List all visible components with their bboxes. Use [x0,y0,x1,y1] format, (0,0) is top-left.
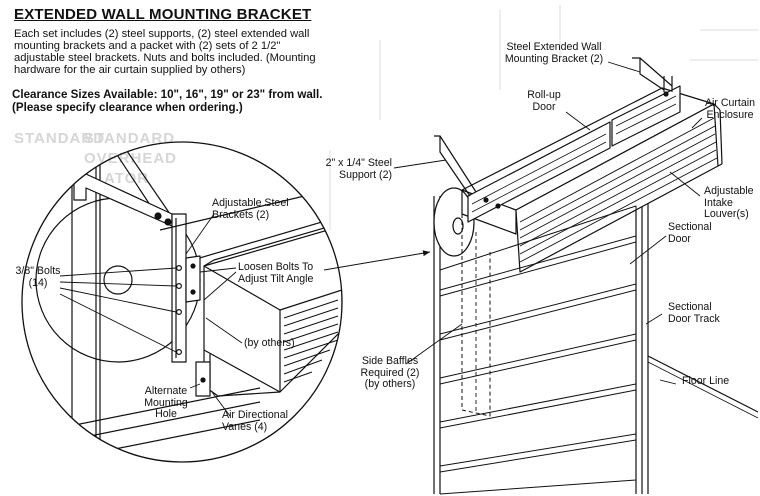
label-line: Vanes (4) [222,420,268,433]
page-title: EXTENDED WALL MOUNTING BRACKET [14,6,312,23]
background-text: ATOR [104,170,150,187]
label-line: Louver(s) [704,208,749,220]
label-line: (14) [28,276,48,289]
label-line: 2" x 1/4" Steel [325,157,392,169]
label-sectional-door-track: Sectional Door Track [668,301,720,325]
label-air-curtain-enclosure: Air Curtain Enclosure [698,97,760,121]
background-text: STANDARD [14,130,106,147]
label-rollup-door: Roll-up Door [520,89,568,113]
description-line: hardware for the air curtain supplied by… [14,64,246,76]
label-line: Sectional [668,221,712,233]
label-line: Air Curtain [704,97,756,109]
label-line: Required (2) [360,366,420,379]
label-line: Intake [704,196,733,209]
label-line: Alternate [144,385,188,397]
label-line: Support (2) [339,168,392,181]
label-by-others: (by others) [244,337,295,349]
label-line: Loosen Bolts To [238,261,314,273]
label-line: Door [532,100,556,113]
description-line: mounting brackets and a packet with (2) … [14,40,281,52]
label-line: Roll-up [527,89,561,101]
description-line: adjustable steel brackets. Nuts and bolt… [14,52,316,64]
clearance-line: (Please specify clearance when ordering.… [12,101,243,114]
clearance-note: Clearance Sizes Available: 10", 16", 19"… [12,88,342,114]
label-line: Steel Extended Wall [506,41,602,53]
label-loosen-bolts: Loosen Bolts To Adjust Tilt Angle [238,261,314,285]
label-line: Mounting [144,396,188,409]
label-line: Door [668,232,691,245]
label-line: Sectional [668,301,712,313]
label-side-baffles: Side Baffles Required (2) (by others) [352,355,428,391]
label-air-directional-vanes: Air Directional Vanes (4) [222,409,288,433]
description-line: Each set includes (2) steel supports, (2… [14,28,310,40]
label-floor-line: Floor Line [682,375,730,387]
main-view [393,57,759,495]
background-lines [329,5,758,230]
label-adjustable-steel-brackets: Adjustable Steel Brackets (2) [212,197,289,221]
label-line: Adjust Tilt Angle [238,272,314,285]
detail-view [21,141,343,463]
label-line: Door Track [668,312,720,325]
background-text: STANDARD [84,130,176,147]
door-drum-hub [103,265,133,295]
label-steel-extended-wall-bracket: Steel Extended Wall Mounting Bracket (2) [496,41,612,65]
label-bolts: 3/8" Bolts (14) [14,265,62,289]
label-sectional-door: Sectional Door [668,221,712,245]
label-line: Mounting Bracket (2) [504,52,604,65]
label-line: Adjustable [704,185,754,197]
label-adjustable-intake-louvers: Adjustable Intake Louver(s) [704,185,754,221]
label-line: (by others) [364,378,416,390]
label-steel-support: 2" x 1/4" Steel Support (2) [306,157,392,181]
detail-pointer-arrow [323,250,431,271]
label-line: Hole [155,408,177,420]
label-line: 3/8" Bolts [15,265,61,277]
description-text: Each set includes (2) steel supports, (2… [14,28,344,76]
label-line: Adjustable Steel [212,197,289,209]
label-alternate-mounting-hole: Alternate Mounting Hole [138,385,194,421]
clearance-line: Clearance Sizes Available: 10", 16", 19"… [12,88,323,101]
label-line: Side Baffles [361,355,419,367]
label-line: Brackets (2) [212,208,270,221]
label-line: Enclosure [706,108,754,121]
label-line: Air Directional [222,409,288,421]
background-text: OVERHEAD [84,150,178,167]
